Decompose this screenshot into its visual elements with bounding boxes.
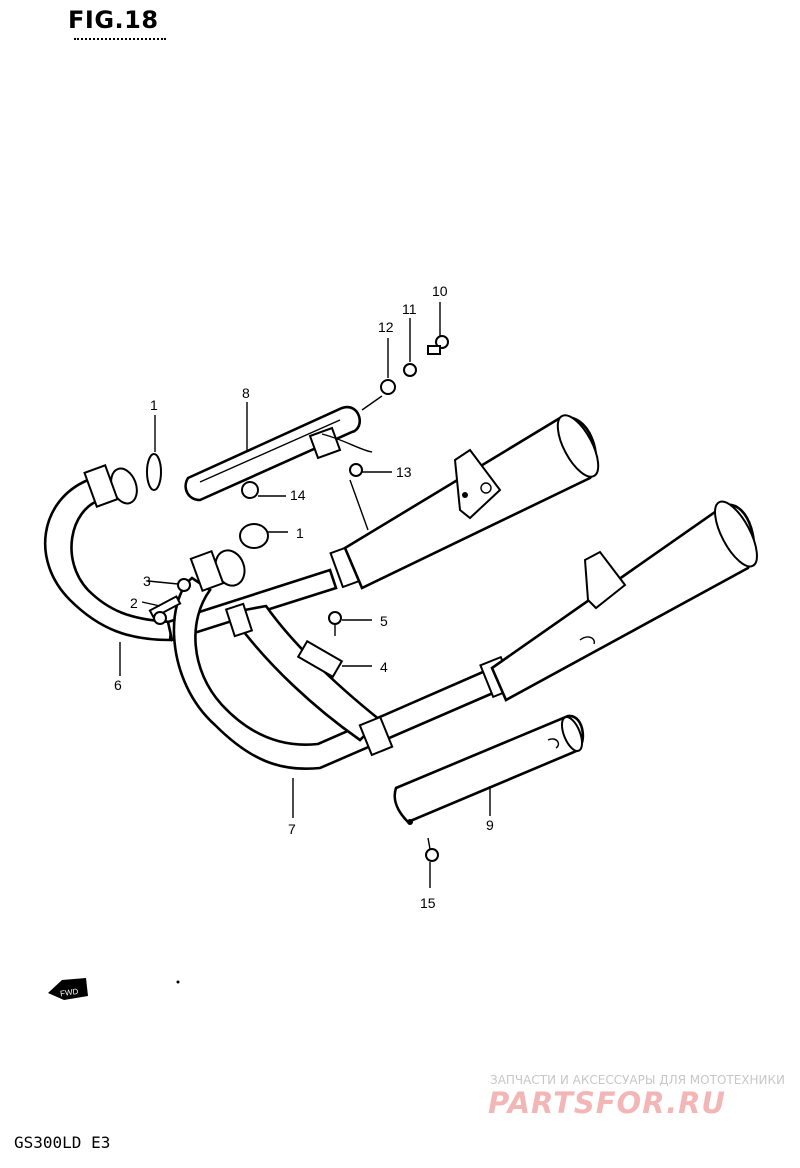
muffler-cover-8 [184, 405, 373, 502]
hardware [148, 335, 449, 862]
gasket-1a [146, 453, 162, 491]
callout-1b: 1 [296, 525, 304, 541]
forward-arrow-icon: FWD [48, 978, 88, 1000]
muffler-lower [490, 500, 758, 702]
gasket-1b [239, 523, 269, 549]
washer-11 [403, 363, 417, 377]
bolt-10 [427, 335, 449, 355]
clamps-and-gaskets [83, 453, 344, 679]
nut-12 [380, 379, 396, 395]
heat-shield-9 [393, 714, 585, 825]
washer-13 [349, 463, 363, 477]
figure-title: FIG.18 [68, 6, 159, 34]
callout-7: 7 [288, 821, 296, 837]
bolt-2 [148, 595, 182, 625]
muffler-upper [343, 414, 600, 590]
callout-labels: 1 1 2 3 4 5 6 7 8 9 10 11 12 13 14 15 [114, 283, 494, 911]
callout-3: 3 [143, 573, 151, 589]
model-code: GS300LD E3 [14, 1133, 111, 1152]
watermark-tagline: ЗАПЧАСТИ И АКСЕССУАРЫ ДЛЯ МОТОТЕХНИКИ [490, 1073, 786, 1087]
callout-1a: 1 [150, 397, 158, 413]
callout-2: 2 [130, 595, 138, 611]
callout-8: 8 [242, 385, 250, 401]
callout-13: 13 [396, 464, 412, 480]
callout-9: 9 [486, 817, 494, 833]
callout-6: 6 [114, 677, 122, 693]
callout-15: 15 [420, 895, 436, 911]
clamp-4 [296, 639, 344, 679]
callout-14: 14 [290, 487, 306, 503]
clamp-14 [241, 481, 259, 499]
callout-10: 10 [432, 283, 448, 299]
callout-11: 11 [402, 301, 417, 317]
callout-4: 4 [380, 659, 388, 675]
screw-15 [425, 837, 439, 862]
fwd-label: FWD [60, 987, 80, 998]
leader-lines [119, 302, 491, 888]
figure-subtitle-smudge [74, 38, 166, 44]
exhaust-pipe-6 [43, 478, 338, 642]
callout-12: 12 [378, 319, 394, 335]
nut-3 [177, 578, 191, 592]
watermark-brand: PARTSFOR.RU [488, 1086, 726, 1120]
callout-5: 5 [380, 613, 388, 629]
bolt-5 [328, 611, 342, 636]
